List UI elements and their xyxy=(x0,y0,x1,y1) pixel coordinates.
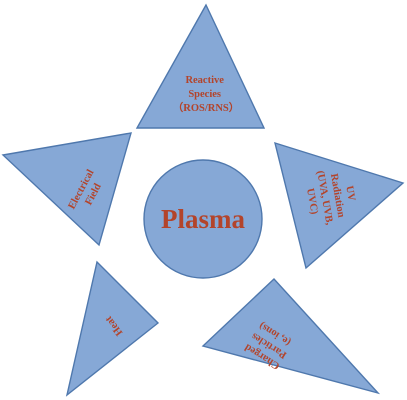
plasma-circle xyxy=(143,159,263,279)
plasma-node: Plasma xyxy=(143,159,263,279)
charged-particles-node: Charged Particles (e, ions) xyxy=(201,278,381,395)
uv-radiation-line-1: UV xyxy=(344,185,358,202)
reactive-species-node: Reactive Species （ROS/RNS） xyxy=(135,3,266,129)
heat-triangle xyxy=(65,260,160,397)
reactive-species-line-2: Species xyxy=(188,89,221,100)
heat-node: Heat xyxy=(65,260,160,397)
uv-radiation-line-4: UVC) xyxy=(305,187,320,215)
reactive-species-line-3: （ROS/RNS） xyxy=(173,101,240,114)
reactive-species-line-1: Reactive xyxy=(185,75,224,86)
plasma-label: Plasma xyxy=(161,204,245,234)
uv-radiation-triangle xyxy=(274,141,405,270)
electrical-field-node: Electrical Field xyxy=(1,132,132,247)
electrical-field-triangle xyxy=(1,132,132,247)
reactive-species-triangle xyxy=(135,3,266,129)
uv-radiation-label: UV Radiation (UVA, UVB, UVC) xyxy=(302,165,361,230)
reactive-species-label: Reactive Species （ROS/RNS） xyxy=(173,75,240,114)
charged-particles-triangle xyxy=(201,278,381,395)
uv-radiation-node: UV Radiation (UVA, UVB, UVC) xyxy=(274,141,405,270)
